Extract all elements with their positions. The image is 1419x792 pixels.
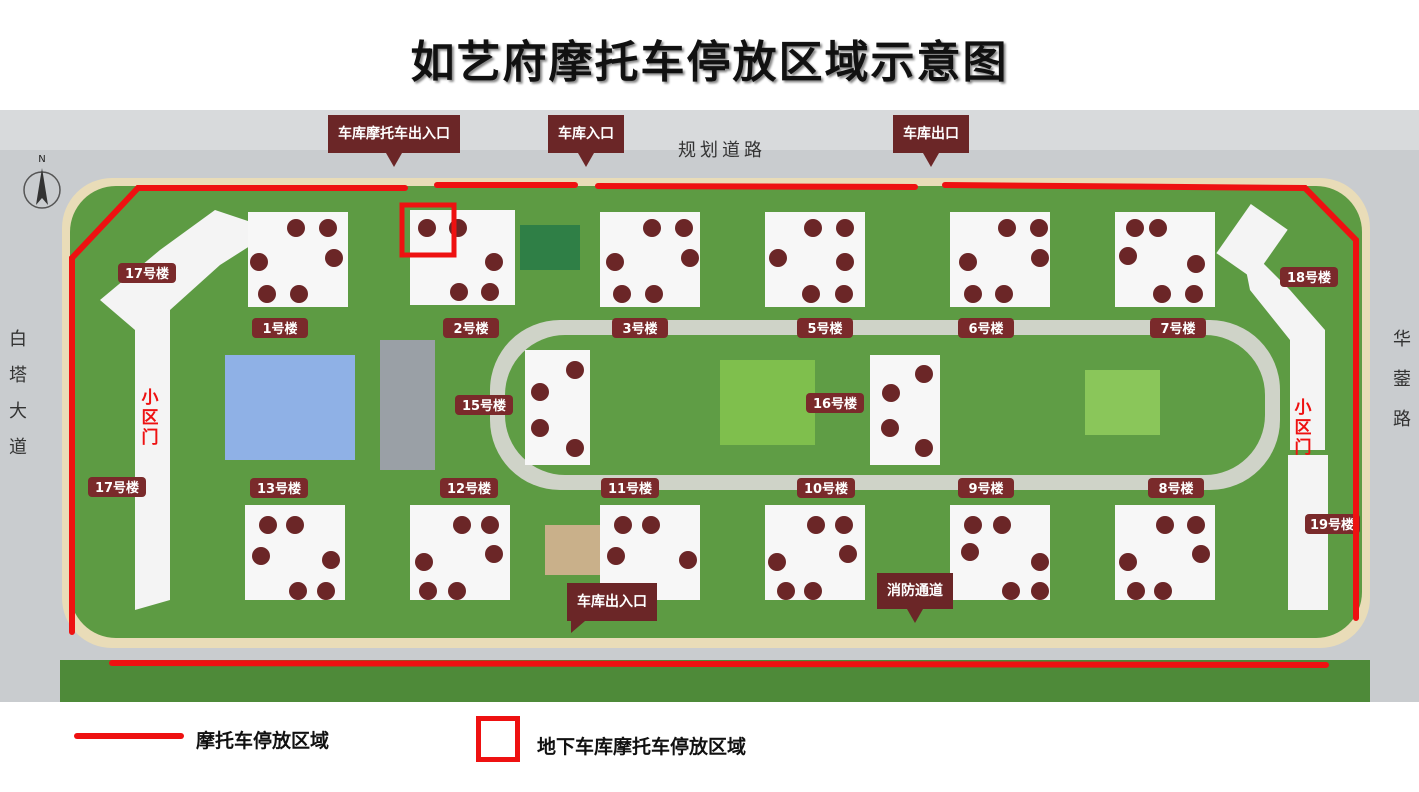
callout-garage-moto-entry: 车库摩托车出入口 bbox=[328, 115, 460, 167]
svg-text:区: 区 bbox=[142, 408, 159, 428]
gate-east-label: 小 区 门 bbox=[1295, 398, 1312, 458]
callout-garage-entry: 车库入口 bbox=[548, 115, 624, 167]
svg-text:路: 路 bbox=[1393, 409, 1411, 430]
north-road bbox=[0, 110, 1419, 150]
label-5: 5号楼 bbox=[807, 321, 842, 337]
label-7: 7号楼 bbox=[1160, 321, 1195, 337]
svg-text:门: 门 bbox=[1295, 437, 1312, 458]
building-18-wing bbox=[1240, 240, 1325, 450]
svg-text:白: 白 bbox=[9, 329, 27, 350]
label-13: 13号楼 bbox=[257, 481, 301, 497]
ramp bbox=[380, 340, 435, 470]
callout-garage-exit: 车库出口 bbox=[893, 115, 969, 167]
svg-text:区: 区 bbox=[1295, 418, 1312, 438]
callout-garage-exit-entry: 车库出入口 bbox=[567, 583, 657, 633]
pool bbox=[225, 355, 355, 460]
label-17-top: 17号楼 bbox=[125, 266, 169, 282]
label-1: 1号楼 bbox=[262, 321, 297, 337]
svg-text:华: 华 bbox=[1393, 329, 1411, 350]
callout-fire-lane: 消防通道 bbox=[877, 573, 953, 623]
central-lawn bbox=[720, 360, 815, 445]
svg-text:门: 门 bbox=[142, 427, 159, 448]
building-18-body bbox=[1216, 203, 1288, 279]
building-labels: 17号楼 17号楼 18号楼 19号楼 1号楼 2号楼 3号楼 5号楼 6号楼 … bbox=[88, 263, 1360, 534]
label-8: 8号楼 bbox=[1158, 481, 1193, 497]
svg-text:小: 小 bbox=[142, 388, 159, 408]
legend-line-icon bbox=[74, 733, 184, 739]
parking-line-east bbox=[942, 182, 1359, 621]
svg-text:大: 大 bbox=[9, 401, 27, 422]
unit-markers bbox=[250, 219, 1210, 600]
legend-box-label: 地下车库摩托车停放区域 bbox=[537, 736, 747, 758]
label-11: 11号楼 bbox=[608, 481, 652, 497]
parking-lines bbox=[69, 182, 1359, 668]
svg-text:N: N bbox=[38, 154, 45, 165]
svg-text:塔: 塔 bbox=[9, 365, 27, 386]
basketball-court bbox=[545, 525, 600, 575]
label-16: 16号楼 bbox=[813, 396, 857, 412]
building-17-body bbox=[100, 210, 275, 610]
svg-text:小: 小 bbox=[1295, 398, 1312, 418]
label-18: 18号楼 bbox=[1287, 270, 1331, 286]
legend-line-label: 摩托车停放区域 bbox=[196, 730, 330, 752]
label-15: 15号楼 bbox=[462, 398, 506, 414]
label-10: 10号楼 bbox=[804, 481, 848, 497]
label-17-bottom: 17号楼 bbox=[95, 480, 139, 496]
label-19: 19号楼 bbox=[1310, 517, 1354, 533]
label-6: 6号楼 bbox=[968, 321, 1003, 337]
east-lawn bbox=[1085, 370, 1160, 435]
label-3: 3号楼 bbox=[622, 321, 657, 337]
compass-icon: N bbox=[23, 154, 61, 209]
legend-box-icon bbox=[476, 716, 520, 762]
parking-line-south bbox=[109, 660, 1329, 668]
svg-text:蓥: 蓥 bbox=[1393, 369, 1411, 390]
road-east-label: 华 蓥 路 bbox=[1393, 329, 1411, 430]
label-12: 12号楼 bbox=[447, 481, 491, 497]
underground-parking-marker bbox=[399, 202, 457, 258]
page-title: 如艺府摩托车停放区域示意图 bbox=[410, 37, 1009, 88]
label-2: 2号楼 bbox=[453, 321, 488, 337]
parking-line-west bbox=[69, 185, 408, 635]
road-north-label: 规划道路 bbox=[678, 140, 766, 161]
site-map: 17号楼 17号楼 18号楼 19号楼 1号楼 2号楼 3号楼 5号楼 6号楼 … bbox=[0, 110, 1419, 702]
svg-text:道: 道 bbox=[9, 437, 27, 458]
label-9: 9号楼 bbox=[968, 481, 1003, 497]
road-west-label: 白 塔 大 道 bbox=[9, 329, 27, 458]
gate-west-label: 小 区 门 bbox=[142, 388, 159, 448]
parking-line-north-b bbox=[595, 183, 918, 190]
court bbox=[520, 225, 580, 270]
